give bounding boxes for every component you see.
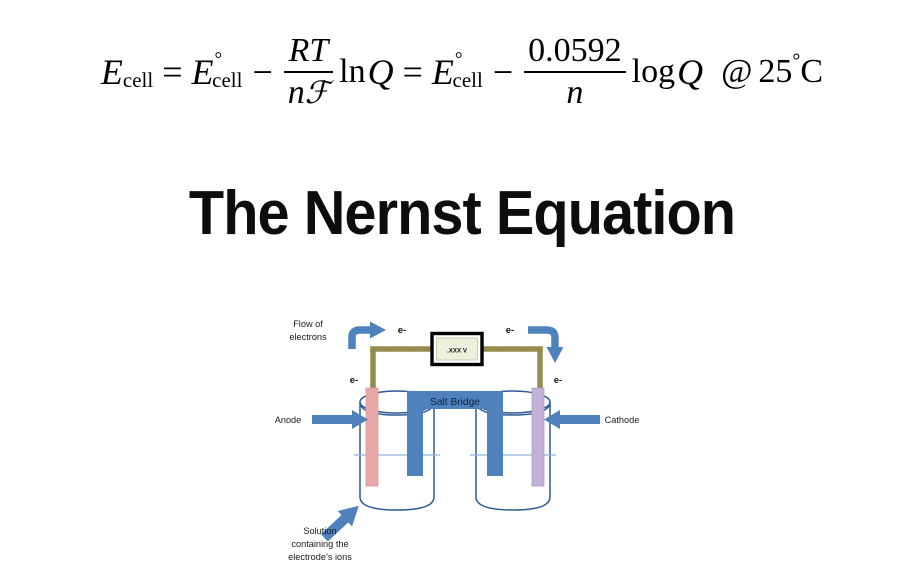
solution-label-line2: containing the [291,539,348,549]
fraction-denominator-nf: nℱ [284,73,333,110]
arrow-left-curve [348,326,373,349]
beaker-left-body [359,402,435,511]
log-operator: log [631,53,676,90]
cathode-electrode [531,387,545,487]
solution-label-line1: Solution [303,526,336,536]
equals-sign-1: = [162,52,183,92]
salt-bridge-right-leg [487,391,503,476]
e-std-subscript-1: cell [212,67,243,92]
q-symbol-2: Q [677,52,704,92]
anode-label: Anode [275,415,302,425]
faraday-symbol: ℱ [304,75,330,110]
minus-sign-2: − [492,52,514,92]
voltmeter[interactable]: .XXX V [430,331,484,367]
e-std-symbol-1: E [191,52,214,92]
e-std-subscript-2: cell [452,67,483,92]
degree-symbol-temp: ° [792,49,801,72]
arrow-left-head [370,321,386,339]
anode-electrode [365,387,379,487]
beaker-right-body [475,402,551,511]
flow-label-line2: electrons [289,332,327,342]
solution-arrow-shaft [320,513,350,542]
minus-sign-1: − [252,52,273,92]
flow-label-line1: Flow of [293,319,323,329]
solution-label-line3: electrode’s ions [288,552,352,562]
voltmeter-face [436,337,478,361]
galvanic-cell-diagram: .XXX V Flow of electrons e- e- e- e- Sal… [270,305,670,573]
fraction-bar-1 [283,71,334,73]
e-std-symbol-2: E [431,52,454,92]
flow-of-electrons-label: Flow of electrons [289,319,327,342]
electron-flow-arrow-right [528,326,564,363]
voltmeter-reading: .XXX V [447,347,468,354]
electron-label-top-left: e- [398,325,406,336]
fraction-0592-over-n: 0.0592 n [524,34,626,110]
fraction-numerator-0592: 0.0592 [528,32,622,69]
fraction-rt-over-nf: RT nℱ [283,32,334,110]
anode-arrow-shaft [312,415,354,424]
e-cell-subscript: cell [122,67,154,92]
salt-bridge-left-leg [407,391,423,476]
arrow-right-head [546,347,564,363]
cathode-callout: Cathode [544,410,639,429]
arrow-right-curve [528,326,559,349]
solution-arrow [320,505,359,542]
electron-label-left: e- [350,375,358,386]
equals-sign-2: = [402,52,423,92]
salt-bridge: Salt Bridge [407,391,503,476]
solution-arrow-head [337,505,359,527]
solution-callout: Solution containing the electrode’s ions [288,505,359,562]
at-symbol: @ [721,53,753,90]
e-standard-cell-1: E°cell [191,49,243,93]
cathode-arrow-shaft [558,415,600,424]
page-title: The Nernst Equation [188,179,736,248]
electron-flow-arrow-left [348,321,386,349]
electron-label-right: e- [554,375,562,386]
electron-label-top-right: e- [506,325,514,336]
anode-callout: Anode [275,410,368,429]
anode-arrow-head [352,410,368,429]
fraction-denominator-n: n [566,74,584,111]
fraction-numerator-rt: RT [288,32,329,69]
cathode-label: Cathode [605,415,640,425]
temperature-unit: C [800,53,824,90]
fraction-bar-2 [524,71,626,73]
degree-superscript-1: ° [214,49,223,70]
salt-bridge-label: Salt Bridge [430,397,480,408]
salt-bridge-top [407,391,503,409]
cathode-arrow-head [544,410,560,429]
ln-operator: ln [339,53,366,90]
e-standard-cell-2: E°cell [431,49,483,93]
e-cell-symbol: E [100,52,123,92]
n-symbol-1: n [287,74,305,111]
circuit-wire [370,346,543,393]
degree-superscript-2: ° [454,49,463,70]
temperature-value: 25 [758,53,793,90]
q-symbol-1: Q [367,52,394,92]
